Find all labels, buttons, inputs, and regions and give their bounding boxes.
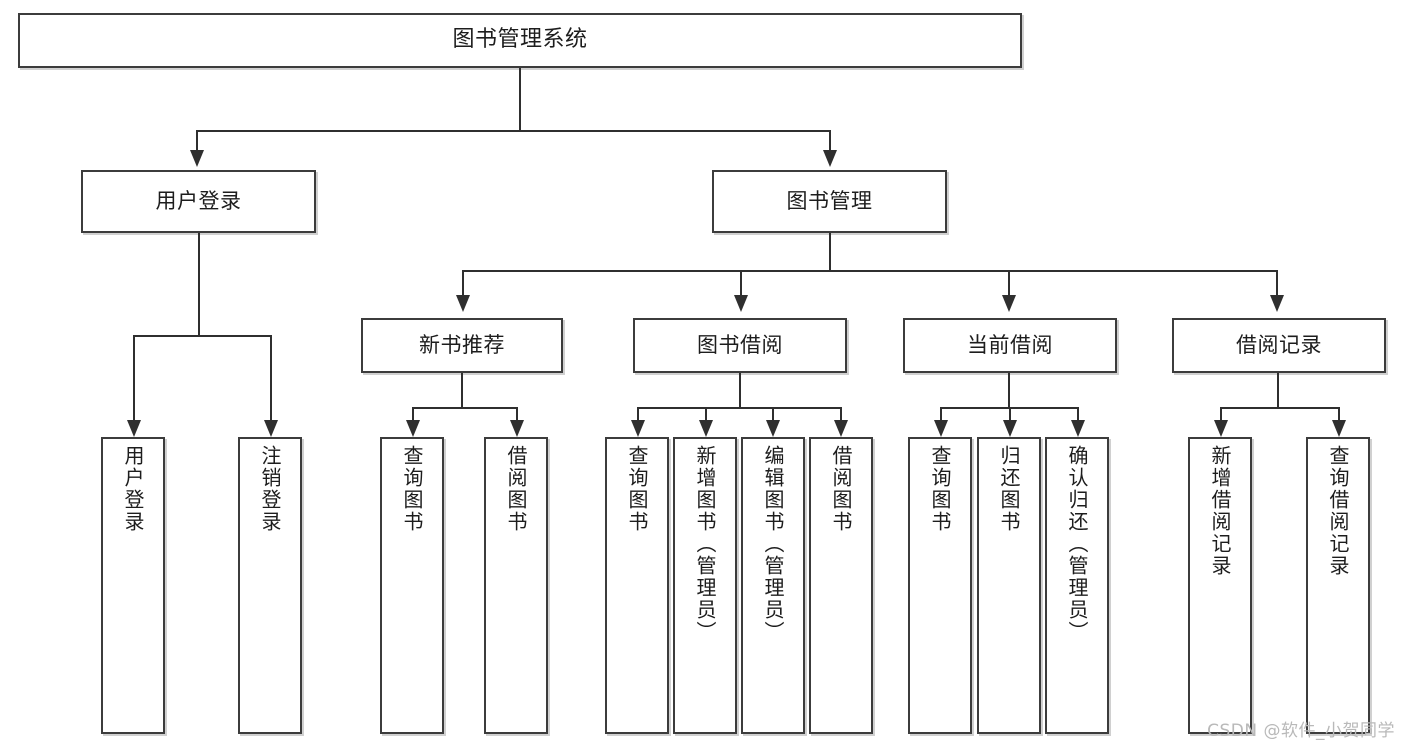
connector-user-login-bar bbox=[133, 335, 272, 337]
connector-user-login-leaf-1 bbox=[270, 335, 272, 420]
connector-new-book-leaf-0 bbox=[412, 407, 414, 420]
connector-book-borrow-stem bbox=[739, 373, 741, 407]
connector-bm-to-borrow-record bbox=[1276, 270, 1278, 295]
node-current-borrow[interactable]: 当前借阅 bbox=[903, 318, 1117, 373]
connector-root-bar bbox=[196, 130, 831, 132]
watermark: CSDN @软件_小贺同学 bbox=[1207, 721, 1395, 741]
node-label: 查询图书 bbox=[625, 445, 649, 533]
arrow-current-borrow-leaf-0 bbox=[934, 420, 948, 437]
connector-book-borrow-leaf-1 bbox=[705, 407, 707, 420]
connector-book-borrow-leaf-3 bbox=[840, 407, 842, 420]
leaf-current-borrow-2[interactable]: 确认归还（管理员） bbox=[1045, 437, 1109, 734]
node-label: 注销登录 bbox=[258, 445, 282, 533]
arrow-user-login-leaf-0 bbox=[127, 420, 141, 437]
leaf-current-borrow-0[interactable]: 查询图书 bbox=[908, 437, 972, 734]
connector-borrow-record-stem bbox=[1277, 373, 1279, 407]
connector-root-to-user-login bbox=[196, 130, 198, 150]
connector-current-borrow-leaf-0 bbox=[940, 407, 942, 420]
leaf-borrow-record-0[interactable]: 新增借阅记录 bbox=[1188, 437, 1252, 734]
node-root-book-management-system[interactable]: 图书管理系统 bbox=[18, 13, 1022, 68]
leaf-new-book-recommend-0[interactable]: 查询图书 bbox=[380, 437, 444, 734]
leaf-book-borrow-1[interactable]: 新增图书（管理员） bbox=[673, 437, 737, 734]
leaf-book-borrow-3[interactable]: 借阅图书 bbox=[809, 437, 873, 734]
leaf-borrow-record-1[interactable]: 查询借阅记录 bbox=[1306, 437, 1370, 734]
connector-user-login-leaf-0 bbox=[133, 335, 135, 420]
connector-root-stem bbox=[519, 68, 521, 130]
arrow-book-borrow-leaf-0 bbox=[631, 420, 645, 437]
connector-book-management-stem bbox=[829, 233, 831, 270]
arrow-user-login-leaf-1 bbox=[264, 420, 278, 437]
connector-current-borrow-stem bbox=[1008, 373, 1010, 407]
arrow-current-borrow-leaf-1 bbox=[1003, 420, 1017, 437]
arrow-root-to-book-management bbox=[823, 150, 837, 167]
node-label: 归还图书 bbox=[997, 445, 1021, 533]
node-label: 借阅记录 bbox=[1236, 332, 1322, 357]
node-book-management[interactable]: 图书管理 bbox=[712, 170, 947, 233]
leaf-user-login-0[interactable]: 用户登录 bbox=[101, 437, 165, 734]
node-label: 新增借阅记录 bbox=[1208, 445, 1232, 577]
node-book-borrow[interactable]: 图书借阅 bbox=[633, 318, 847, 373]
node-label: 查询借阅记录 bbox=[1326, 445, 1350, 577]
node-label: 当前借阅 bbox=[967, 332, 1053, 357]
leaf-book-borrow-0[interactable]: 查询图书 bbox=[605, 437, 669, 734]
arrow-bm-to-borrow-record bbox=[1270, 295, 1284, 312]
node-label: 编辑图书（管理员） bbox=[761, 445, 785, 643]
connector-book-borrow-leaf-2 bbox=[772, 407, 774, 420]
node-borrow-record[interactable]: 借阅记录 bbox=[1172, 318, 1386, 373]
connector-borrow-record-leaf-0 bbox=[1220, 407, 1222, 420]
arrow-bm-to-current-borrow bbox=[1002, 295, 1016, 312]
arrow-bm-to-new-book bbox=[456, 295, 470, 312]
node-label: 用户登录 bbox=[121, 445, 145, 533]
node-label: 图书管理系统 bbox=[452, 27, 588, 53]
arrow-root-to-user-login bbox=[190, 150, 204, 167]
leaf-new-book-recommend-1[interactable]: 借阅图书 bbox=[484, 437, 548, 734]
node-label: 图书借阅 bbox=[697, 332, 783, 357]
connector-new-book-bar bbox=[412, 407, 518, 409]
arrow-new-book-leaf-1 bbox=[510, 420, 524, 437]
connector-user-login-stem bbox=[198, 233, 200, 335]
arrow-book-borrow-leaf-3 bbox=[834, 420, 848, 437]
node-new-book-recommend[interactable]: 新书推荐 bbox=[361, 318, 563, 373]
node-label: 借阅图书 bbox=[504, 445, 528, 533]
connector-book-borrow-leaf-0 bbox=[637, 407, 639, 420]
connector-bm-to-new-book bbox=[462, 270, 464, 295]
arrow-bm-to-book-borrow bbox=[734, 295, 748, 312]
node-label: 查询图书 bbox=[400, 445, 424, 533]
connector-current-borrow-leaf-1 bbox=[1009, 407, 1011, 420]
arrow-book-borrow-leaf-2 bbox=[766, 420, 780, 437]
connector-borrow-record-bar bbox=[1220, 407, 1338, 409]
leaf-user-login-1[interactable]: 注销登录 bbox=[238, 437, 302, 734]
connector-bm-to-book-borrow bbox=[740, 270, 742, 295]
arrow-borrow-record-leaf-1 bbox=[1332, 420, 1346, 437]
connector-bm-to-current-borrow bbox=[1008, 270, 1010, 295]
node-label: 用户登录 bbox=[155, 188, 242, 213]
connector-new-book-stem bbox=[461, 373, 463, 407]
connector-book-management-bar bbox=[462, 270, 1277, 272]
node-label: 新增图书（管理员） bbox=[693, 445, 717, 643]
arrow-new-book-leaf-0 bbox=[406, 420, 420, 437]
connector-root-to-book-management bbox=[829, 130, 831, 150]
node-label: 查询图书 bbox=[928, 445, 952, 533]
node-user-login[interactable]: 用户登录 bbox=[81, 170, 316, 233]
connector-new-book-leaf-1 bbox=[516, 407, 518, 420]
connector-current-borrow-leaf-2 bbox=[1077, 407, 1079, 420]
arrow-book-borrow-leaf-1 bbox=[699, 420, 713, 437]
connector-book-borrow-bar bbox=[637, 407, 842, 409]
arrow-current-borrow-leaf-2 bbox=[1071, 420, 1085, 437]
node-label: 借阅图书 bbox=[829, 445, 853, 533]
node-label: 确认归还（管理员） bbox=[1065, 445, 1089, 643]
node-label: 图书管理 bbox=[786, 188, 873, 213]
arrow-borrow-record-leaf-0 bbox=[1214, 420, 1228, 437]
leaf-current-borrow-1[interactable]: 归还图书 bbox=[977, 437, 1041, 734]
node-label: 新书推荐 bbox=[419, 332, 505, 357]
leaf-book-borrow-2[interactable]: 编辑图书（管理员） bbox=[741, 437, 805, 734]
connector-borrow-record-leaf-1 bbox=[1338, 407, 1340, 420]
